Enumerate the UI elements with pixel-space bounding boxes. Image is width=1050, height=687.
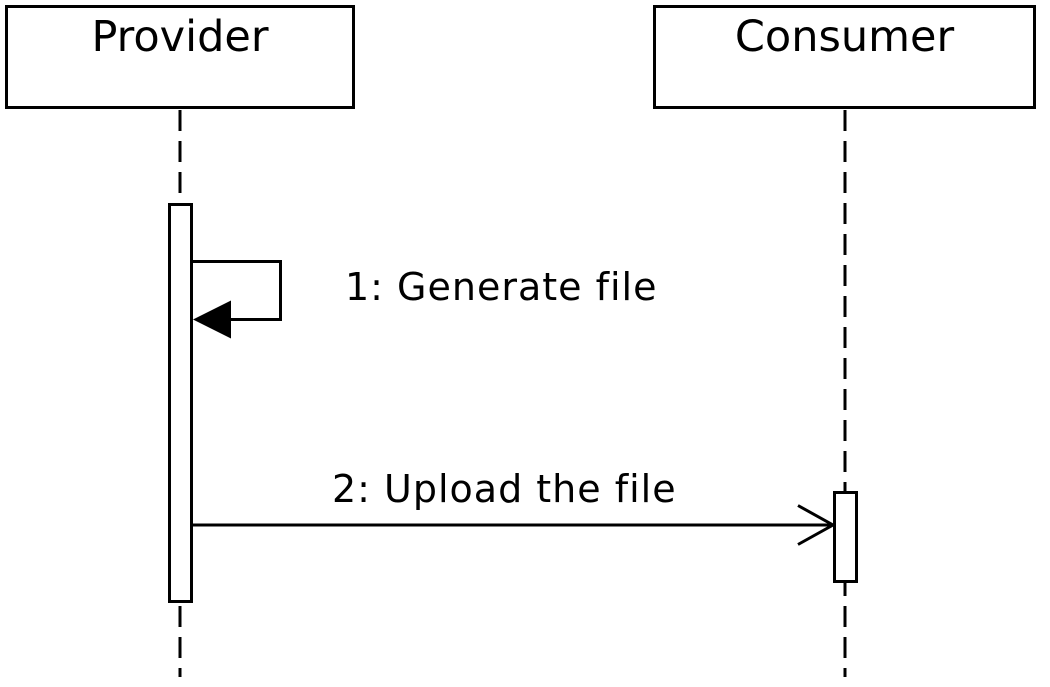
provider-activation-bar [168, 203, 193, 603]
self-message-loop-line [191, 260, 282, 321]
consumer-activation-bar [833, 491, 858, 583]
upload-message-open-arrowhead [797, 504, 837, 546]
actor-label-provider: Provider [91, 12, 269, 62]
actor-label-consumer: Consumer [734, 12, 955, 62]
actor-box-consumer: Consumer [653, 5, 1036, 109]
actor-box-provider: Provider [5, 5, 355, 109]
message-label-upload-file: 2: Upload the file [332, 467, 677, 511]
message-label-generate-file: 1: Generate file [345, 265, 658, 309]
self-message-filled-arrowhead [193, 300, 231, 339]
